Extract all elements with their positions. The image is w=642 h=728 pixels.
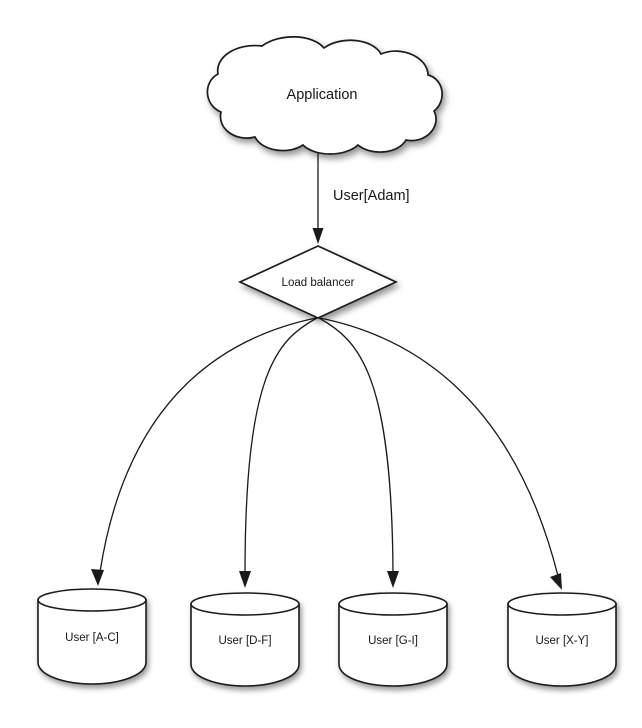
node-load-balancer-diamond[interactable]: Load balancer [237,245,399,319]
database-label-2: User [G-I] [368,635,418,647]
cylinder-top-1 [190,592,300,616]
cylinder-body-2 [338,603,448,687]
arrowhead-db-2 [387,571,399,588]
diamond-shape [237,245,399,319]
edge-curve-0 [99,317,317,573]
node-database-0[interactable]: User [A-C] [37,588,147,685]
edge-curve-2 [318,317,394,575]
node-database-3[interactable]: User [X-Y] [507,592,617,687]
arrowhead-db-1 [239,571,251,588]
cylinder-body-0 [37,599,147,685]
cylinder-top-0 [37,588,147,612]
edge-label-user-adam: User[Adam] [333,188,410,204]
edge-curve-3 [319,317,559,577]
node-application-cloud[interactable]: Application [206,36,443,155]
database-label-1: User [D-F] [218,635,271,647]
cylinder-top-2 [338,592,448,616]
arrowhead-db-0 [91,569,104,586]
edge-balancer-to-db-0 [91,317,317,586]
cylinder-body-1 [190,603,300,687]
cylinder-top-3 [507,592,617,616]
edge-balancer-to-db-2 [318,317,399,588]
edge-curve-1 [244,317,318,575]
edge-balancer-to-db-1 [239,317,318,588]
diamond-label: Load balancer [282,277,355,289]
cloud-label: Application [287,87,358,103]
edge-balancer-to-db-3 [319,317,562,590]
node-database-1[interactable]: User [D-F] [190,592,300,687]
edge-application-to-balancer [312,152,324,244]
cloud-shape [206,36,443,155]
database-label-3: User [X-Y] [535,635,588,647]
arrowhead-to-balancer [312,228,324,244]
node-database-2[interactable]: User [G-I] [338,592,448,687]
database-label-0: User [A-C] [65,632,119,644]
cylinder-body-3 [507,603,617,687]
arrowhead-db-3 [550,573,562,590]
